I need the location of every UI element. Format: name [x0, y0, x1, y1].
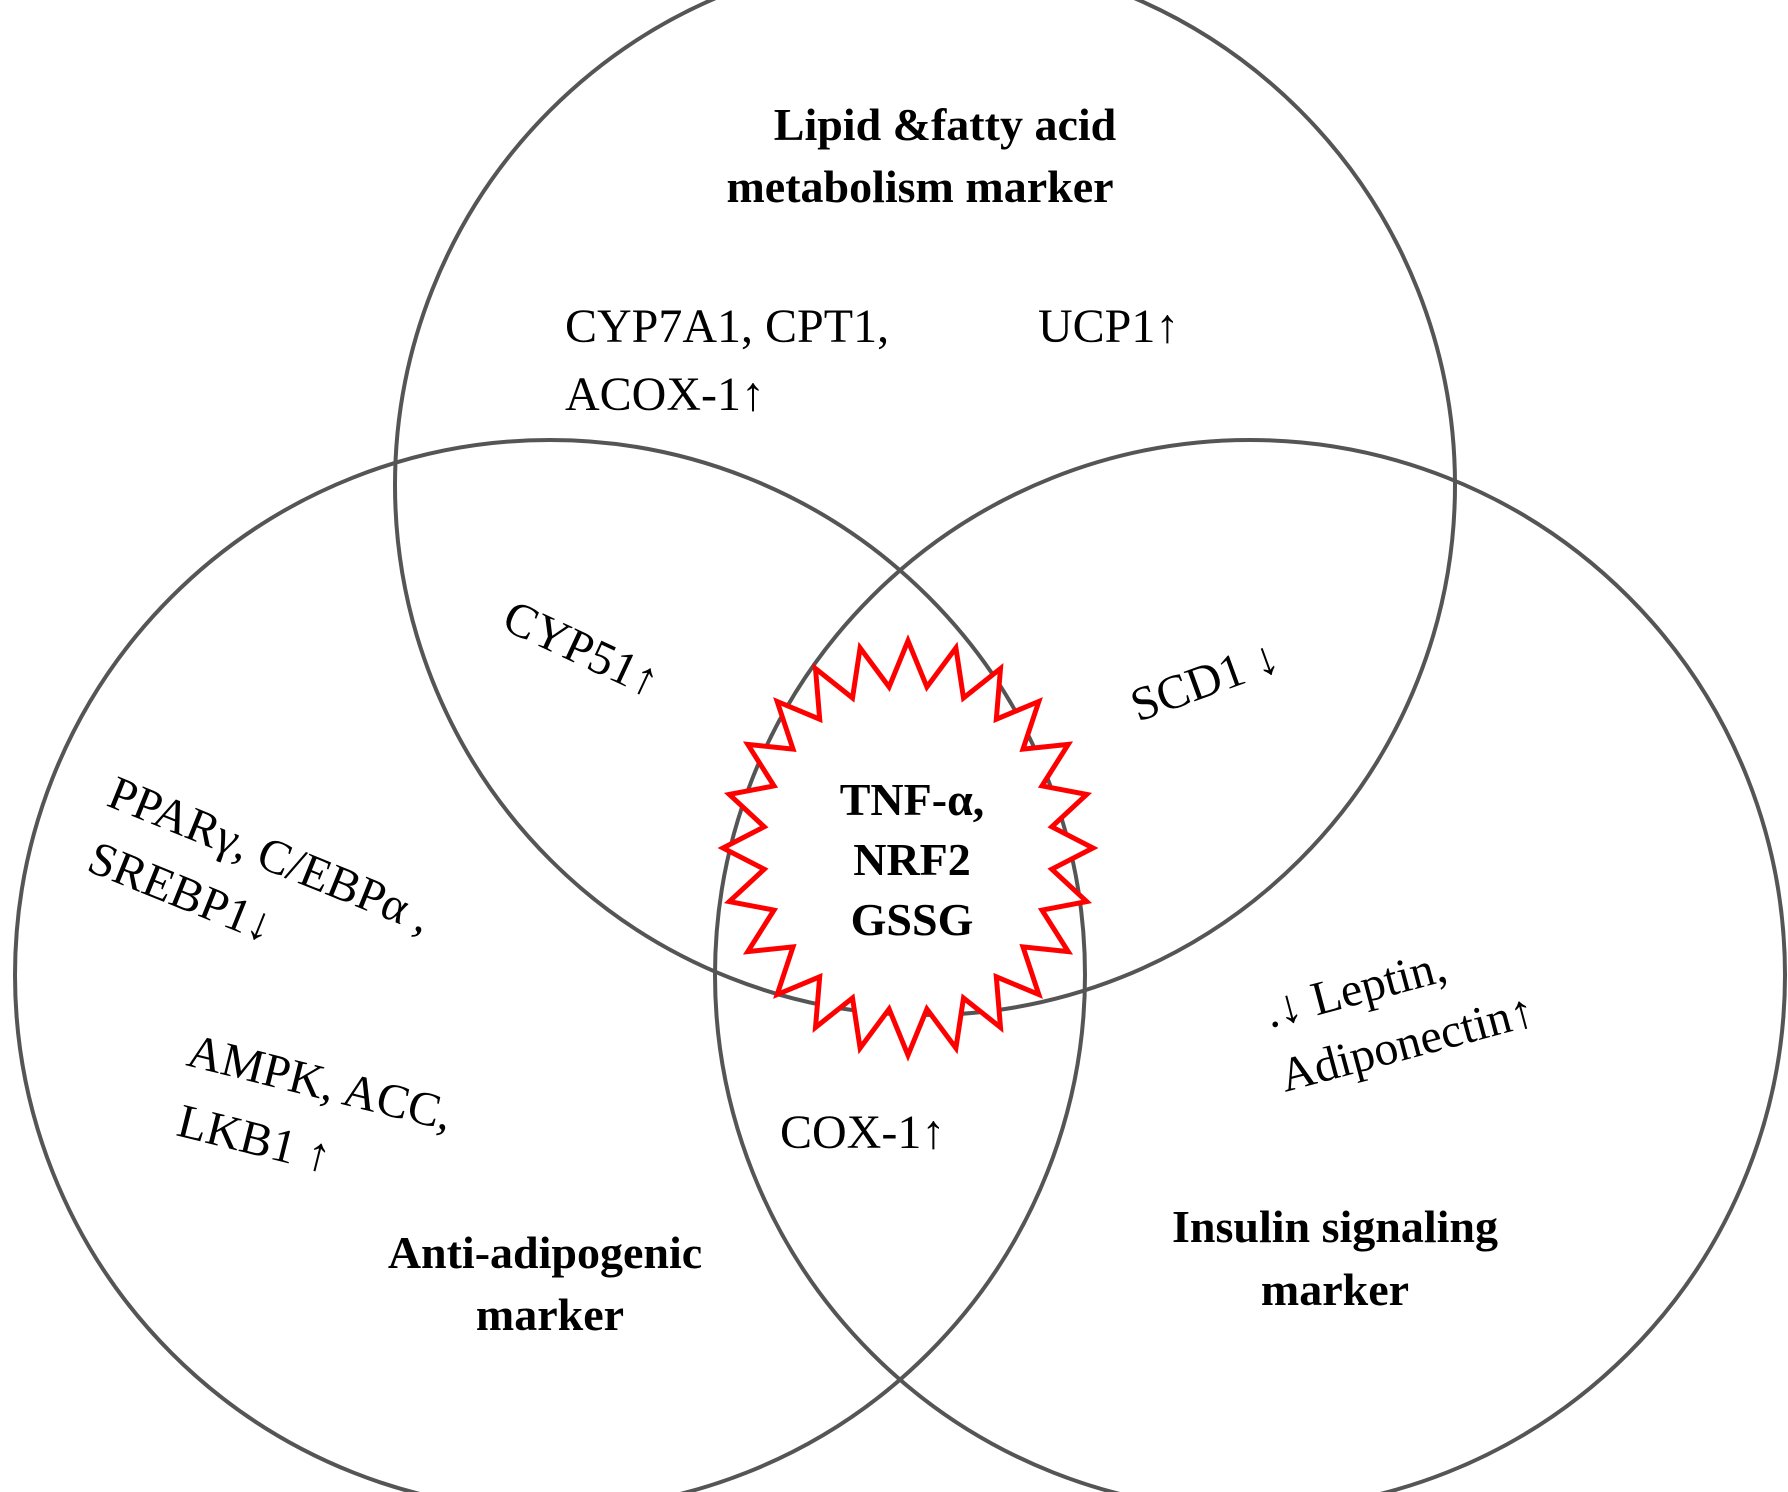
top-set-title-line1: Lipid &fatty acid	[774, 99, 1117, 150]
center-label-line3: GSSG	[851, 894, 974, 945]
top-only-label-a-line2: ACOX-1↑	[565, 368, 765, 421]
left-set-title-line2: marker	[476, 1289, 624, 1340]
right-set-title-line2: marker	[1261, 1264, 1409, 1315]
top-only-label-b: UCP1↑	[1038, 300, 1179, 353]
top-right-overlap-label: SCD1 ↓	[1124, 630, 1286, 732]
center-label-line2: NRF2	[853, 834, 971, 885]
left-set-title-line1: Anti-adipogenic	[388, 1227, 702, 1278]
right-circle	[713, 438, 1787, 1492]
left-circle	[13, 438, 1087, 1492]
right-set-title-line1: Insulin signaling	[1172, 1201, 1498, 1252]
center-starburst	[717, 634, 1099, 1062]
top-left-overlap-label: CYP51↑	[495, 590, 667, 708]
left-right-overlap-label: COX-1↑	[780, 1106, 945, 1159]
top-only-label-a-line1: CYP7A1, CPT1,	[565, 300, 889, 353]
center-label-line1: TNF-α,	[840, 774, 985, 825]
top-set-title-line2: metabolism marker	[726, 161, 1113, 212]
